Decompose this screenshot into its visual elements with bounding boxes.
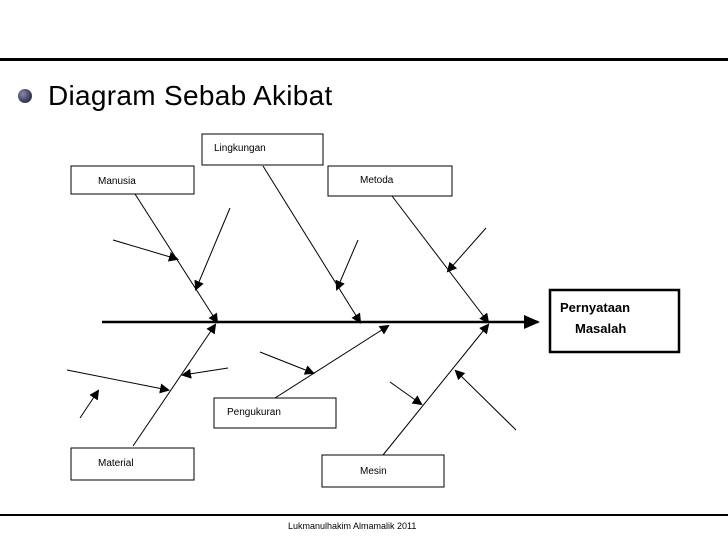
cause-label-mesin: Mesin xyxy=(360,466,387,477)
bottom-divider xyxy=(0,514,728,516)
cause-box-lingkungan: Lingkungan xyxy=(201,133,324,166)
subcause-arrow xyxy=(181,367,229,379)
subcause-arrow xyxy=(454,369,517,431)
effect-label-line2: Masalah xyxy=(575,321,626,336)
bullet-icon xyxy=(18,89,32,103)
cause-label-metoda: Metoda xyxy=(360,175,394,186)
cause-box-material: Material xyxy=(70,447,195,481)
subcause-arrow xyxy=(194,207,231,291)
bullet-point: Diagram Sebab Akibat xyxy=(18,80,333,112)
bone-lingkungan xyxy=(262,165,362,324)
footer-credit: Lukmanulhakim Almamalik 2011 xyxy=(288,521,417,531)
cause-label-manusia: Manusia xyxy=(98,176,136,187)
bone-pengukuran xyxy=(274,324,390,399)
cause-label-pengukuran: Pengukuran xyxy=(227,407,281,418)
cause-box-metoda: Metoda xyxy=(327,165,453,197)
bone-mesin xyxy=(382,323,490,456)
subcause-arrow xyxy=(335,239,359,291)
cause-label-lingkungan: Lingkungan xyxy=(214,143,266,154)
top-divider xyxy=(0,58,728,61)
effect-box: Pernyataan Masalah xyxy=(548,288,681,354)
bone-material xyxy=(132,323,217,447)
effect-label-line1: Pernyataan xyxy=(560,300,630,315)
subcause-arrow xyxy=(79,389,100,419)
bone-metoda xyxy=(391,195,490,324)
subcause-arrow xyxy=(389,381,423,406)
cause-label-material: Material xyxy=(98,458,134,469)
cause-box-pengukuran: Pengukuran xyxy=(213,397,337,429)
slide-title: Diagram Sebab Akibat xyxy=(48,80,333,111)
subcause-arrow xyxy=(66,369,170,394)
subcause-arrow xyxy=(112,239,179,262)
subcause-arrow xyxy=(259,351,315,375)
subcause-arrow xyxy=(446,227,487,273)
cause-box-mesin: Mesin xyxy=(321,454,445,488)
cause-box-manusia: Manusia xyxy=(70,165,195,195)
bone-manusia xyxy=(134,193,219,324)
